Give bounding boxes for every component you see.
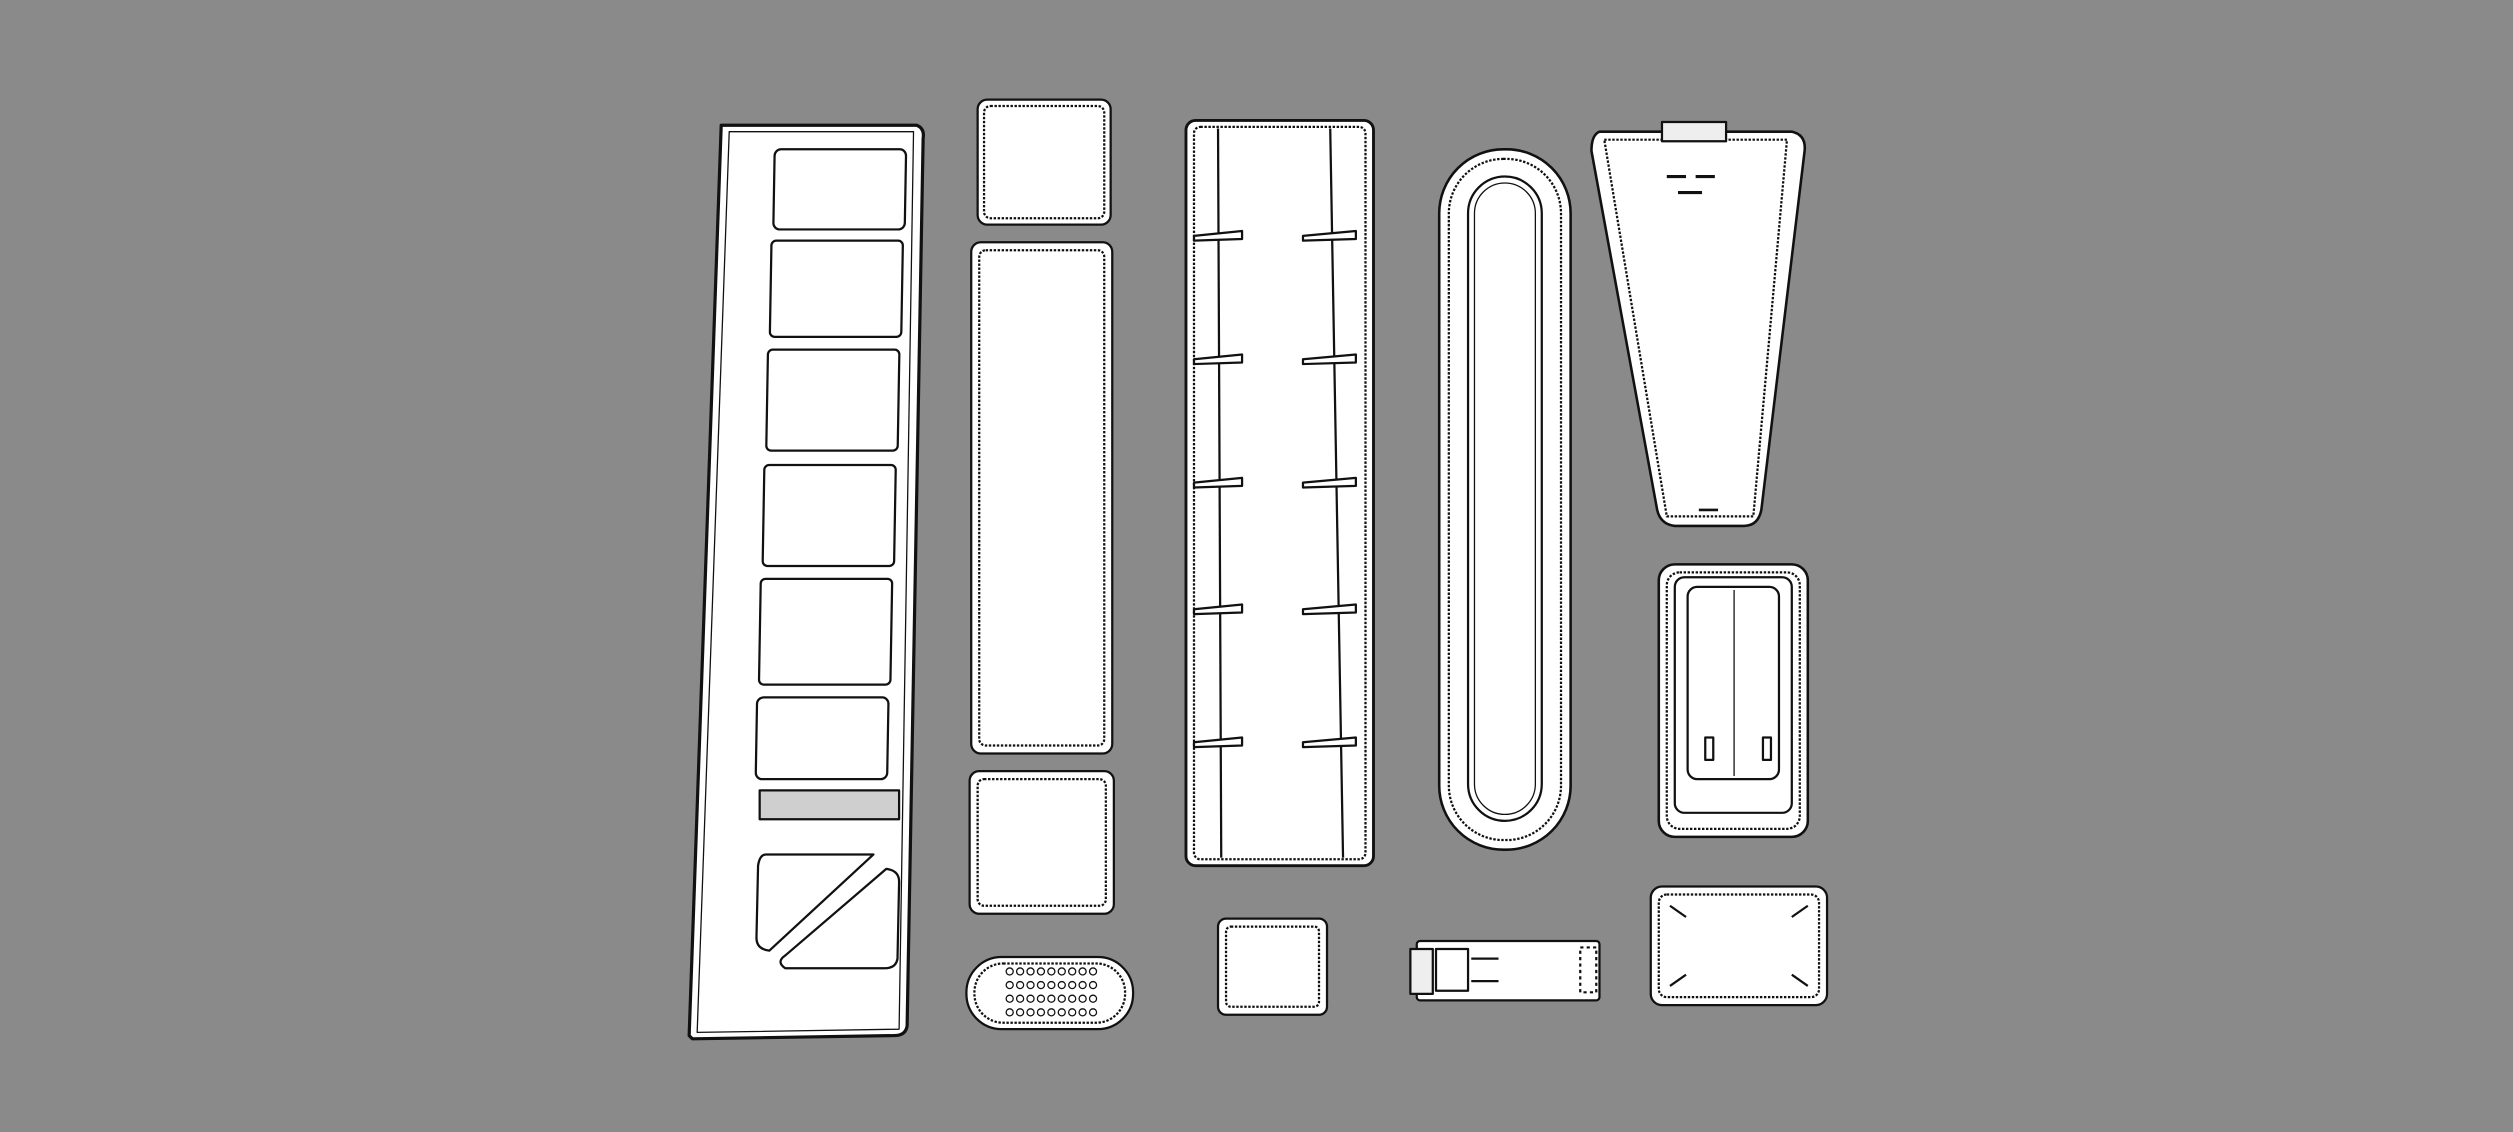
perforation-hole	[1036, 980, 1046, 990]
framed-tray[interactable]	[1657, 563, 1810, 839]
rail-tab	[1301, 603, 1357, 616]
rail-tab	[1192, 603, 1244, 616]
perforation-hole	[1078, 967, 1087, 976]
perforation-hole	[1036, 994, 1046, 1003]
perforation-hole	[1015, 980, 1025, 990]
perforation-hole	[1005, 994, 1014, 1003]
perforation-hole	[1057, 980, 1066, 990]
perforation-hole	[1005, 1008, 1014, 1017]
mount-plate[interactable]	[1649, 885, 1829, 1007]
rail-tab	[1192, 736, 1244, 749]
rail-tab	[1301, 476, 1357, 489]
perforation-hole	[1047, 994, 1056, 1003]
perforation-hole	[1026, 967, 1035, 976]
perforation-hole	[1057, 1008, 1066, 1017]
rail-tab	[1192, 353, 1244, 366]
rail-tab	[1192, 229, 1244, 242]
perforation-hole	[1057, 967, 1066, 976]
perforation-hole	[1068, 1008, 1077, 1017]
tabbed-rail-panel[interactable]	[1184, 119, 1375, 868]
perforation-hole	[1026, 1008, 1035, 1017]
rail-tab	[1301, 229, 1357, 242]
perforation-hole	[1015, 1008, 1025, 1017]
tapered-fin[interactable]	[1590, 120, 1807, 528]
small-square-plate[interactable]	[976, 98, 1112, 226]
perforated-pill-plate[interactable]	[965, 955, 1135, 1031]
perforation-hole	[1088, 994, 1098, 1003]
long-rect-plate[interactable]	[970, 241, 1114, 755]
perforation-hole	[1015, 994, 1025, 1003]
rail-tab	[1301, 736, 1357, 749]
perforation-hole	[1047, 1008, 1056, 1017]
perforation-hole	[1088, 967, 1098, 976]
perforation-hole	[1026, 980, 1035, 990]
rail-tab	[1301, 353, 1357, 366]
perforation-hole	[1088, 980, 1098, 990]
perforation-hole	[1078, 1008, 1087, 1017]
connector-block[interactable]	[1409, 939, 1601, 1002]
small-square-cap[interactable]	[1216, 917, 1329, 1016]
perforation-hole	[1015, 967, 1025, 976]
perforation-hole	[1036, 1008, 1046, 1017]
perforation-hole	[1026, 994, 1035, 1003]
perforation-hole	[1047, 967, 1056, 976]
perforation-hole	[1068, 967, 1077, 976]
perforation-hole	[1078, 994, 1087, 1003]
perforation-hole	[1057, 994, 1066, 1003]
tall-slotted-panel[interactable]	[687, 123, 925, 1041]
perforation-hole	[1036, 967, 1046, 976]
stadium-ring[interactable]	[1437, 148, 1572, 851]
perforation-hole	[1047, 980, 1056, 990]
medium-square-plate[interactable]	[968, 770, 1115, 915]
perforation-hole	[1005, 967, 1014, 976]
perforation-hole	[1068, 994, 1077, 1003]
perforation-hole	[1078, 980, 1087, 990]
perforation-hole	[1005, 980, 1014, 990]
perforation-hole	[1068, 980, 1077, 990]
rail-tab	[1192, 476, 1244, 489]
perforation-hole	[1088, 1008, 1098, 1017]
